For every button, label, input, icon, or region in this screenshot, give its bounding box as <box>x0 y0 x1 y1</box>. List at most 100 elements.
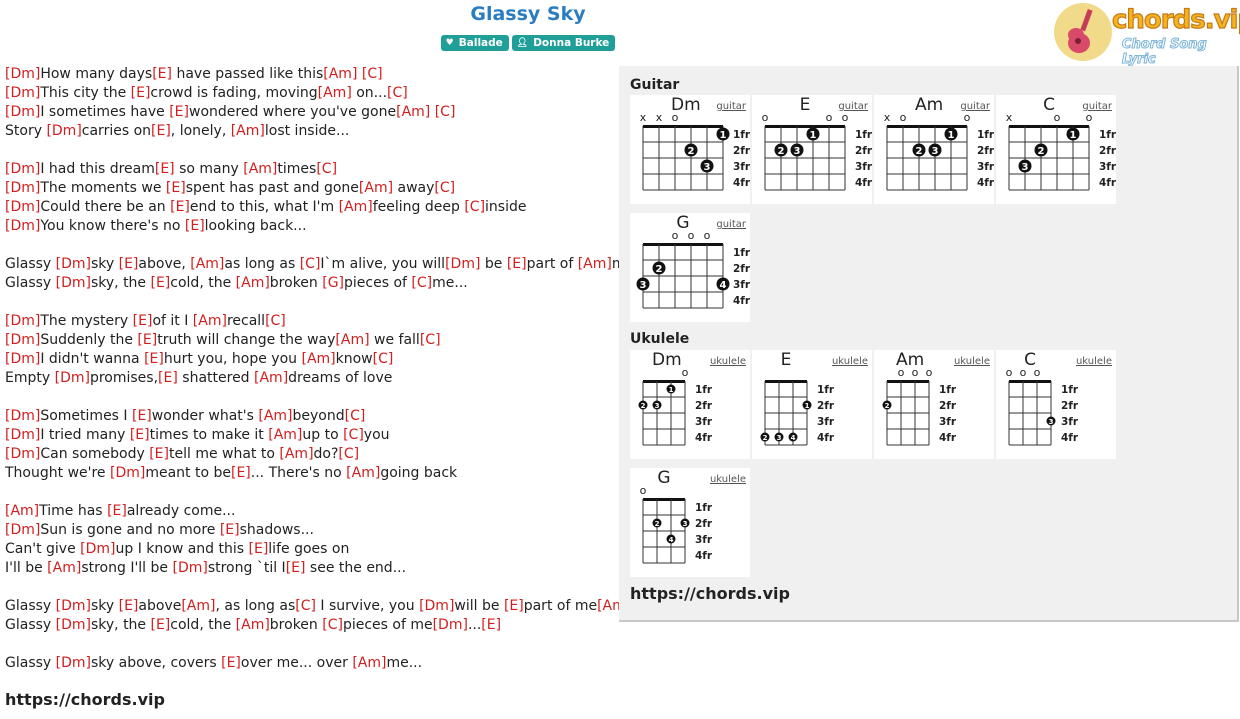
chord-link[interactable]: [E] <box>118 256 139 272</box>
chord-link[interactable]: [Dm] <box>5 199 41 215</box>
instrument-link[interactable]: ukulele <box>953 356 990 367</box>
chord-link[interactable]: [C] <box>411 275 433 291</box>
chord-link[interactable]: [Dm] <box>5 218 41 234</box>
chord-link[interactable]: [E] <box>130 85 151 101</box>
chord-link[interactable]: [C] <box>343 427 364 443</box>
instrument-link[interactable]: ukulele <box>831 356 868 367</box>
chord-link[interactable]: [E] <box>154 161 175 177</box>
chord-link[interactable]: [Dm] <box>5 85 41 101</box>
chord-link[interactable]: [E] <box>132 313 153 329</box>
chord-link[interactable]: [E] <box>137 332 158 348</box>
chord-link[interactable]: [E] <box>248 541 269 557</box>
chord-link[interactable]: [Dm] <box>55 617 91 633</box>
chord-link[interactable]: [C] <box>372 351 394 367</box>
chord-link[interactable]: [E] <box>219 522 240 538</box>
instrument-link[interactable]: ukulele <box>709 356 746 367</box>
chord-link[interactable]: [Dm] <box>5 427 41 443</box>
chord-link[interactable]: [Am] <box>352 655 387 671</box>
chord-link[interactable]: [Am] <box>358 180 394 196</box>
chord-link[interactable]: [E] <box>107 503 127 519</box>
chord-link[interactable]: [C] <box>434 104 456 120</box>
chord-link[interactable]: [E] <box>169 104 189 120</box>
chord-link[interactable]: [Dm] <box>80 541 116 557</box>
chord-link[interactable]: [C] <box>316 161 338 177</box>
chord-link[interactable]: [E] <box>149 446 169 462</box>
chord-link[interactable]: [E] <box>144 351 164 367</box>
chord-link[interactable]: [E] <box>132 408 152 424</box>
instrument-link[interactable]: guitar <box>960 101 990 112</box>
chord-link[interactable]: [Am] <box>268 427 303 443</box>
chord-link[interactable]: [Dm] <box>5 408 41 424</box>
chord-link[interactable]: [Dm] <box>5 66 41 82</box>
chord-link[interactable]: [G] <box>322 275 345 291</box>
chord-link[interactable]: [Dm] <box>5 180 41 196</box>
chord-link[interactable]: [Am] <box>338 199 373 215</box>
chord-link[interactable]: [Am] <box>258 408 293 424</box>
chord-link[interactable]: [C] <box>322 617 343 633</box>
chord-link[interactable]: [Dm] <box>110 465 146 481</box>
chord-link[interactable]: [Am] <box>235 617 270 633</box>
chord-link[interactable]: [Am] <box>190 256 225 272</box>
chord-link[interactable]: [E] <box>231 465 251 481</box>
chord-link[interactable]: [Am] <box>235 275 270 291</box>
chord-link[interactable]: [C] <box>265 313 286 329</box>
chord-link[interactable]: [Dm] <box>419 598 455 614</box>
chord-link[interactable]: [Dm] <box>432 617 468 633</box>
chord-link[interactable]: [C] <box>464 199 486 215</box>
chord-link[interactable]: [C] <box>434 180 456 196</box>
chord-link[interactable]: [C] <box>338 446 360 462</box>
chord-link[interactable]: [E] <box>221 655 241 671</box>
genre-tag[interactable]: ♥Ballade <box>440 35 509 51</box>
chord-link[interactable]: [Am] <box>279 446 314 462</box>
chord-link[interactable]: [Am] <box>243 161 278 177</box>
chord-link[interactable]: [Am] <box>577 256 612 272</box>
instrument-link[interactable]: guitar <box>838 101 868 112</box>
chord-link[interactable]: [Am] <box>335 332 370 348</box>
chord-link[interactable]: [E] <box>184 218 205 234</box>
chord-link[interactable]: [Dm] <box>5 351 41 367</box>
chord-link[interactable]: [Dm] <box>5 446 41 462</box>
chord-link[interactable]: [Am] <box>323 66 358 82</box>
chord-link[interactable]: [C] <box>361 66 383 82</box>
chord-link[interactable]: [Dm] <box>5 161 41 177</box>
chord-link[interactable]: [C] <box>419 332 441 348</box>
artist-tag[interactable]: 👤︎Donna Burke <box>511 35 616 51</box>
chord-link[interactable]: [Dm] <box>172 560 208 576</box>
chord-link[interactable]: [Am] <box>317 85 352 101</box>
chord-link[interactable]: [E] <box>158 370 178 386</box>
chord-link[interactable]: [Am] <box>396 104 431 120</box>
instrument-link[interactable]: guitar <box>1082 101 1112 112</box>
chord-link[interactable]: [E] <box>503 598 524 614</box>
chord-link[interactable]: [Am] <box>301 351 336 367</box>
chord-link[interactable]: [E] <box>129 427 150 443</box>
chord-link[interactable]: [E] <box>506 256 527 272</box>
chord-link[interactable]: [Am] <box>181 598 216 614</box>
instrument-link[interactable]: guitar <box>716 101 746 112</box>
chord-link[interactable]: [Am] <box>192 313 227 329</box>
chord-link[interactable]: [E] <box>152 66 172 82</box>
chord-link[interactable]: [E] <box>481 617 502 633</box>
chord-link[interactable]: [E] <box>285 560 306 576</box>
instrument-link[interactable]: ukulele <box>1075 356 1112 367</box>
chord-link[interactable]: [C] <box>387 85 408 101</box>
chord-link[interactable]: [E] <box>165 180 186 196</box>
chord-link[interactable]: [Dm] <box>5 332 41 348</box>
chord-link[interactable]: [Dm] <box>46 123 82 139</box>
chord-link[interactable]: [Am] <box>47 560 82 576</box>
chord-link[interactable]: [Am] <box>5 503 40 519</box>
chord-link[interactable]: [Dm] <box>55 655 91 671</box>
chord-link[interactable]: [Am] <box>346 465 381 481</box>
chord-link[interactable]: [Dm] <box>5 522 41 538</box>
chord-link[interactable]: [Dm] <box>54 370 90 386</box>
instrument-link[interactable]: guitar <box>716 219 746 230</box>
chord-link[interactable]: [Dm] <box>5 313 41 329</box>
